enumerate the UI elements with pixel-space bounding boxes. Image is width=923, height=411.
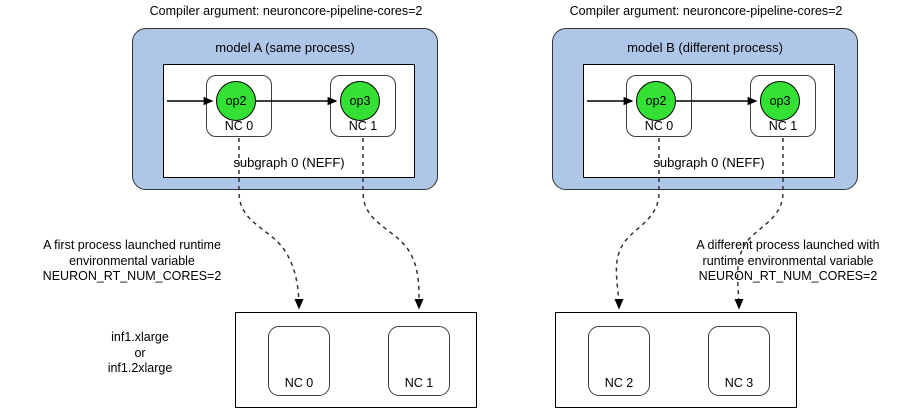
right-op-circle-1-label: op3 <box>769 94 791 108</box>
left-process-note-line-0: A first process launched runtime <box>43 238 221 252</box>
left-instance-note-line-0: inf1.xlarge <box>111 330 169 344</box>
left-device-core-0: NC 0 <box>268 326 330 396</box>
left-core-box-0-label: NC 0 <box>224 119 254 133</box>
left-device-core-0-label: NC 0 <box>284 376 314 390</box>
right-op-circle-0: op2 <box>636 81 676 121</box>
left-model-title: model A (same process) <box>215 40 355 55</box>
left-device-core-1-label: NC 1 <box>404 376 434 390</box>
right-compiler-argument-label: Compiler argument: neuroncore-pipeline-c… <box>569 4 843 18</box>
right-process-note-line-1: runtime environmental variable <box>702 253 874 268</box>
left-device-core-1: NC 1 <box>388 326 450 396</box>
left-instance-note-line-1: or <box>134 345 146 360</box>
left-op-circle-1-label: op3 <box>349 94 371 108</box>
right-device-core-0-label: NC 2 <box>604 376 634 390</box>
left-process-note-line-2: NEURON_RT_NUM_CORES=2 <box>42 269 222 283</box>
left-instance-note-line-2: inf1.2xlarge <box>107 361 173 375</box>
right-process-note: A different process launched with runtim… <box>660 238 916 285</box>
left-process-note: A first process launched runtime environ… <box>24 238 240 285</box>
left-op-circle-0-label: op2 <box>225 94 247 108</box>
left-process-note-line-1: environmental variable <box>69 253 195 268</box>
left-instance-note: inf1.xlarge or inf1.2xlarge <box>60 330 220 377</box>
left-subgraph-label: subgraph 0 (NEFF) <box>233 155 345 170</box>
left-op-circle-1: op3 <box>340 81 380 121</box>
right-device-core-1-label: NC 3 <box>724 376 754 390</box>
right-op-circle-1: op3 <box>760 81 800 121</box>
right-core-box-0-label: NC 0 <box>644 119 674 133</box>
right-device-core-1: NC 3 <box>708 326 770 396</box>
left-op-circle-0: op2 <box>216 81 256 121</box>
right-model-title: model B (different process) <box>627 40 783 55</box>
right-process-note-line-2: NEURON_RT_NUM_CORES=2 <box>698 269 878 283</box>
right-process-note-line-0: A different process launched with <box>696 238 880 252</box>
right-core-box-1-label: NC 1 <box>768 119 798 133</box>
left-compiler-argument-label: Compiler argument: neuroncore-pipeline-c… <box>149 4 423 18</box>
right-subgraph-label: subgraph 0 (NEFF) <box>653 155 765 170</box>
right-op-circle-0-label: op2 <box>645 94 667 108</box>
right-device-core-0: NC 2 <box>588 326 650 396</box>
left-core-box-1-label: NC 1 <box>348 119 378 133</box>
